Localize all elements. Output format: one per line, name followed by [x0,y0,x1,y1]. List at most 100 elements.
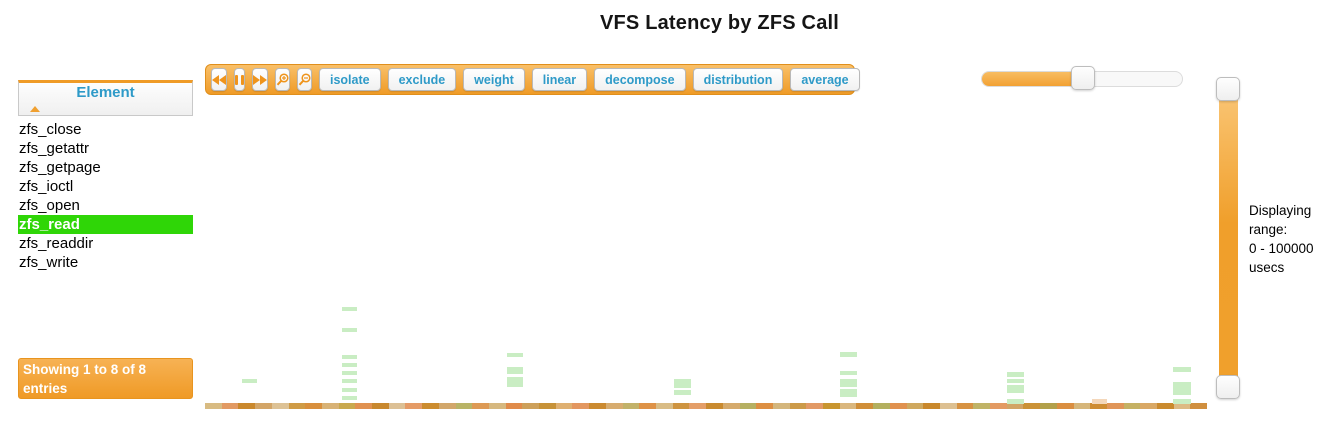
heatmap-band-segment [205,403,222,409]
average-button[interactable]: average [790,68,860,91]
pause-icon [235,74,244,85]
heatmap-mark [1173,367,1191,372]
distribution-button[interactable]: distribution [692,68,784,91]
heatmap-band-segment [789,403,807,409]
heatmap-band-segment [889,403,907,409]
heatmap-band-segment [622,403,640,409]
zoom-out-icon [298,73,311,86]
heatmap-band-segment [1123,403,1141,409]
zoom-out-button[interactable] [297,68,312,91]
sort-ascending-icon [30,106,40,112]
range-slider-bottom-handle[interactable] [1216,375,1240,399]
exclude-button[interactable]: exclude [387,68,457,91]
heatmap-band-segment [1157,403,1174,409]
heatmap-mark [1007,372,1024,377]
fast-forward-icon [253,74,267,85]
heatmap-band-segment [505,403,523,409]
heatmap-band-segment [472,403,489,409]
heatmap-mark [840,389,857,397]
pause-button[interactable] [234,68,245,91]
heatmap-band-segment [639,403,656,409]
heatmap-band-segment [923,403,940,409]
heatmap-band-segment [1190,403,1208,409]
heatmap-mark [342,307,357,311]
heatmap-band-segment [1073,403,1091,409]
heatmap-band-segment [522,403,540,409]
heatmap-mark [342,328,357,332]
range-slider-top-handle[interactable] [1216,77,1240,101]
heatmap-band-segment [422,403,439,409]
heatmap-band-segment [288,403,306,409]
heatmap-mark [840,352,857,357]
toolbar: isolate exclude weight linear decompose … [205,64,860,95]
isolate-button[interactable]: isolate [319,68,381,91]
heatmap-mark [507,367,523,374]
element-list-item[interactable]: zfs_getattr [19,140,90,157]
heatmap-band-segment [956,403,974,409]
heatmap-band-segment [1106,403,1124,409]
rewind-icon [212,74,226,85]
heatmap-band-segment [405,403,423,409]
heatmap-mark [342,363,357,367]
heatmap-band-segment [1023,403,1041,409]
heatmap-band-segment [589,403,606,409]
element-list-item[interactable]: zfs_ioctl [19,178,74,195]
heatmap-band-segment [388,403,406,409]
heatmap-mark [1007,385,1024,393]
heatmap-band-segment [488,403,506,409]
rewind-button[interactable] [211,68,227,91]
element-list-item[interactable]: zfs_getpage [19,159,101,176]
element-list-item[interactable]: zfs_open [19,197,80,214]
element-list-item[interactable]: zfs_close [19,121,82,138]
heatmap-band-segment [856,403,874,409]
element-list: zfs_close zfs_getattr zfs_getpage zfs_ioctl… [18,120,193,272]
heatmap-mark [840,371,857,375]
heatmap-band-segment [655,403,673,409]
heatmap-mark [342,396,357,400]
linear-button[interactable]: linear [531,68,588,91]
heatmap-band-segment [455,403,473,409]
heatmap-band-segment [722,403,740,409]
fast-forward-button[interactable] [252,68,268,91]
heatmap-band-segment [672,403,690,409]
decompose-button[interactable]: decompose [594,68,686,91]
heatmap-mark [242,379,257,383]
heatmap-band-segment [839,403,857,409]
heatmap-mark [840,379,857,387]
heatmap-mark [342,379,357,383]
heatmap-band-segment [572,403,590,409]
displaying-range-label: Displaying range: 0 - 100000 usecs [1249,203,1314,275]
heatmap-band-segment [321,403,339,409]
element-list-item[interactable]: zfs_read [18,215,193,234]
heatmap-area[interactable] [205,100,1208,410]
heatmap-band-segment [939,403,957,409]
heatmap-mark [507,377,523,387]
time-slider-handle[interactable] [1071,66,1095,90]
heatmap-band-segment [555,403,573,409]
heatmap-band-segment [372,403,389,409]
element-list-item[interactable]: zfs_write [19,254,79,271]
heatmap-band-segment [973,403,991,409]
heatmap-mark [674,379,691,388]
time-slider-fill [982,72,1075,86]
weight-button[interactable]: weight [463,68,525,91]
heatmap-mark [674,390,691,395]
heatmap-band-segment [873,403,890,409]
heatmap-band-segment [221,403,239,409]
zoom-in-button[interactable] [275,68,290,91]
range-slider-track[interactable] [1219,88,1238,388]
heatmap-band-segment [238,403,256,409]
heatmap-band-segment [1006,403,1024,409]
heatmap-band-segment [990,403,1007,409]
heatmap-band-segment [772,403,790,409]
heatmap-mark [1092,399,1107,404]
heatmap-mark [1007,399,1024,404]
heatmap-band-segment [338,403,356,409]
heatmap-band-segment [271,403,289,409]
entries-status-badge: Showing 1 to 8 of 8 entries [18,358,193,399]
heatmap-mark [507,353,523,357]
element-column-header[interactable]: Element [18,80,193,116]
heatmap-mark [1007,379,1024,383]
heatmap-band-segment [255,403,272,409]
element-list-item[interactable]: zfs_readdir [19,235,94,252]
